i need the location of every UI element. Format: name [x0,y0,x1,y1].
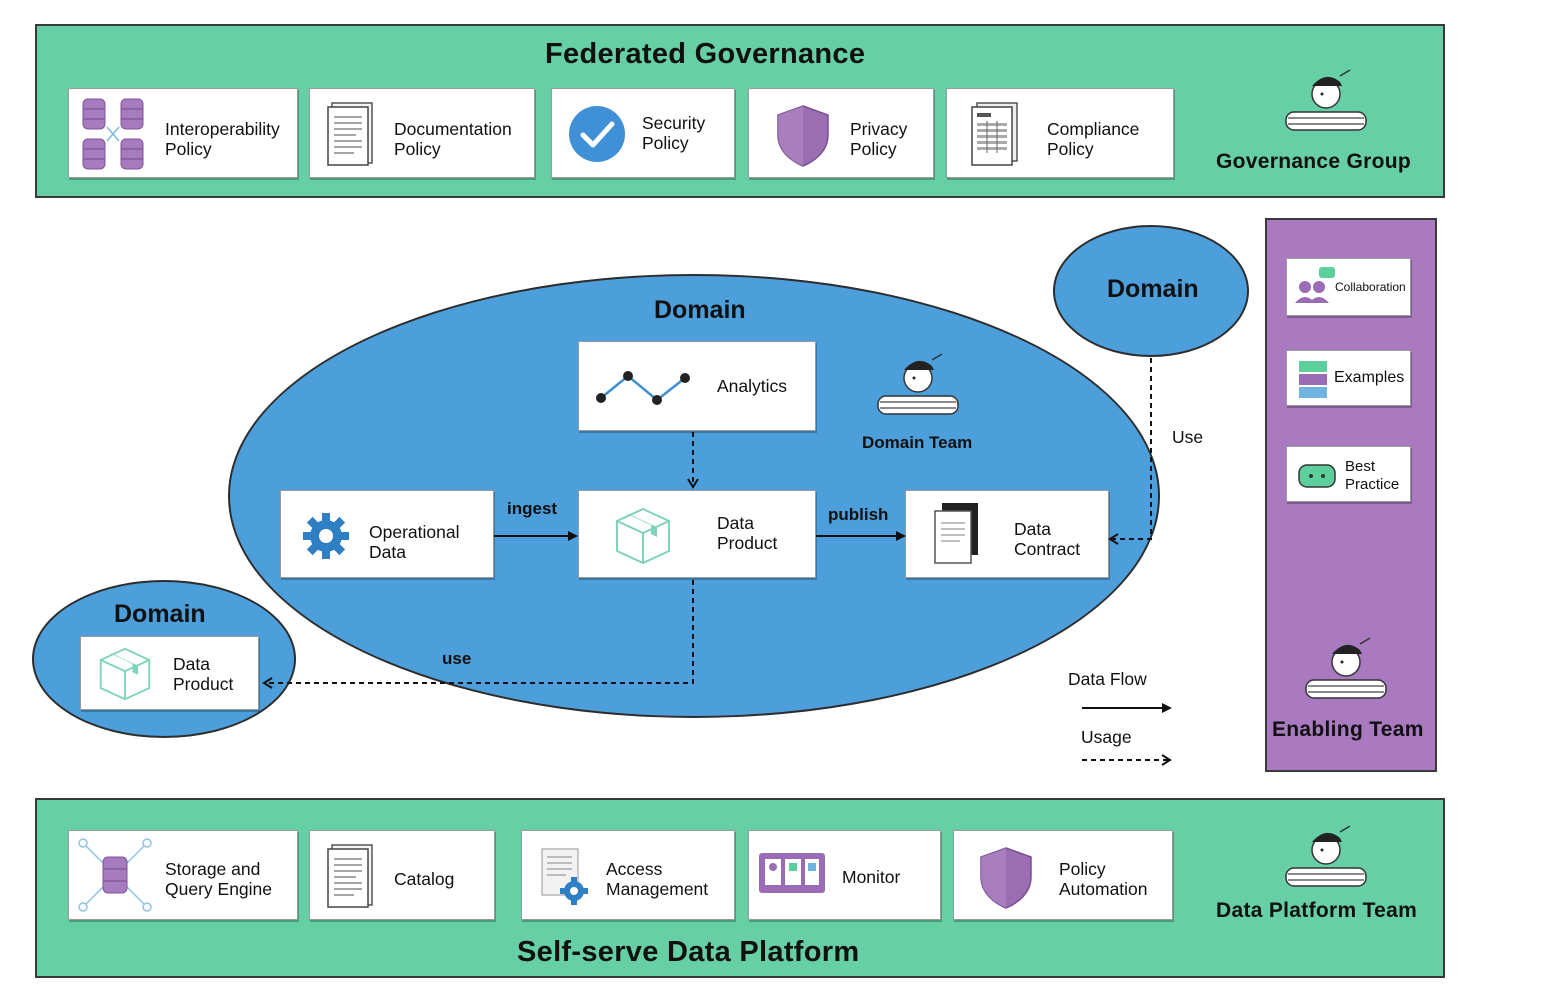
interoperability-policy-card[interactable]: Interoperability Policy [68,88,298,178]
operational-data-card[interactable]: Operational Data [280,490,494,578]
left-data-product-label: Data Product [173,654,234,694]
platform-title: Self-serve Data Platform [517,936,860,968]
access-management-icon [541,848,588,905]
policy-automation-label: Policy Automation [1059,859,1148,899]
catalog-label: Catalog [394,869,455,889]
examples-label: Examples [1334,369,1405,386]
access-management-label: Access Management [606,859,709,899]
line-chart-icon [596,371,690,405]
data-product-label: Data Product [717,513,778,553]
collaboration-icon [1295,267,1335,303]
monitor-label: Monitor [842,867,901,887]
collaboration-card[interactable]: Collaboration [1286,258,1411,316]
domain-team-person-icon [877,353,959,415]
left-data-product-card[interactable]: Data Product [80,636,259,710]
compliance-policy-label: Compliance Policy [1047,119,1140,159]
collaboration-label: Collaboration [1335,280,1406,294]
document-icon [327,102,373,166]
monitor-icon [759,853,825,893]
database-grid-icon [82,98,144,170]
documentation-policy-card[interactable]: Documentation Policy [309,88,535,178]
interoperability-policy-label: Interoperability Policy [165,119,280,159]
privacy-policy-card[interactable]: Privacy Policy [748,88,934,178]
documentation-policy-label: Documentation Policy [394,119,512,159]
enabling-team-label: Enabling Team [1272,718,1424,741]
self-serve-platform-band: Self-serve Data Platform [35,798,1445,978]
domain-left-title: Domain [114,600,206,628]
right-domain-use-arrow [1108,358,1152,545]
contract-document-icon [934,503,978,564]
right-domain-use-label: Use [1172,427,1204,447]
box-icon [99,647,151,701]
governance-title: Federated Governance [545,38,866,70]
gear-icon [303,513,349,559]
shield-icon [777,105,829,167]
operational-data-label: Operational Data [369,522,460,562]
shield-icon [980,847,1032,909]
examples-card[interactable]: Examples [1286,350,1411,406]
analytics-label: Analytics [717,376,788,396]
governance-group-label: Governance Group [1216,150,1412,173]
data-product-card[interactable]: Data Product [578,490,816,578]
data-contract-label: Data Contract [1014,519,1081,559]
box-icon [616,507,670,565]
domain-main-title: Domain [654,296,746,324]
monitor-card[interactable]: Monitor [748,830,941,920]
publish-label: publish [828,505,889,524]
best-practice-icon [1298,464,1336,488]
storage-query-engine-label: Storage and Query Engine [165,859,273,899]
report-icon [971,102,1018,166]
domain-team-label: Domain Team [862,433,973,452]
policy-automation-card[interactable]: Policy Automation [953,830,1173,920]
catalog-card[interactable]: Catalog [309,830,495,920]
data-platform-team-label: Data Platform Team [1216,899,1418,922]
use-arrow [262,580,694,689]
analytics-card[interactable]: Analytics [578,341,816,431]
ingest-label: ingest [507,499,558,518]
legend-data-flow-label: Data Flow [1068,669,1147,689]
access-management-card[interactable]: Access Management [521,830,735,920]
governance-person-icon [1285,69,1367,131]
domain-right-ellipse [1053,225,1249,357]
platform-team-person-icon [1285,825,1367,887]
best-practice-label: Best Practice [1345,458,1400,493]
use-label: use [442,649,472,668]
examples-icon [1299,361,1327,398]
storage-engine-icon [78,838,152,912]
security-policy-card[interactable]: Security Policy [551,88,735,178]
security-policy-label: Security Policy [642,113,706,153]
enabling-team-person-icon [1305,637,1387,699]
best-practice-card[interactable]: Best Practice [1286,446,1411,502]
checkmark-circle-icon [569,106,625,162]
privacy-policy-label: Privacy Policy [850,119,908,159]
domain-right-title: Domain [1107,275,1199,303]
compliance-policy-card[interactable]: Compliance Policy [946,88,1174,178]
storage-query-engine-card[interactable]: Storage and Query Engine [68,830,298,920]
legend-usage-label: Usage [1081,727,1132,747]
catalog-icon [327,844,373,908]
